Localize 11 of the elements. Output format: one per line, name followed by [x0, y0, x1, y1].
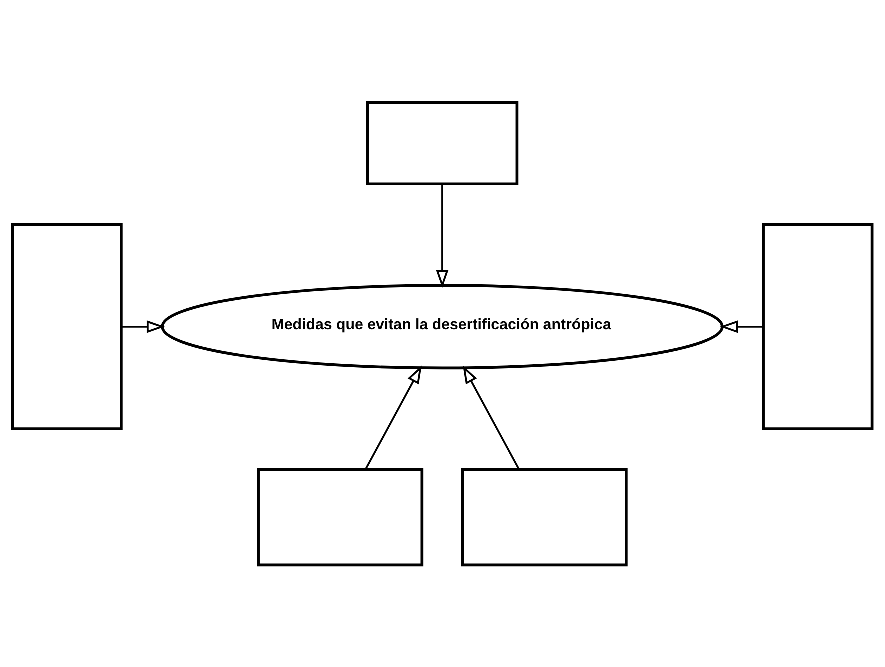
node-ellipse: Medidas que evitan la desertificación antrópica: [161, 284, 724, 370]
node-box: [762, 222, 874, 430]
node-box: [257, 468, 424, 566]
arrow: [122, 320, 165, 333]
node-box: [366, 100, 519, 186]
arrow: [463, 365, 520, 470]
arrow: [436, 184, 449, 288]
node-box: [461, 468, 628, 566]
arrow: [365, 365, 422, 470]
node-box: [11, 222, 123, 430]
arrow: [720, 320, 764, 333]
